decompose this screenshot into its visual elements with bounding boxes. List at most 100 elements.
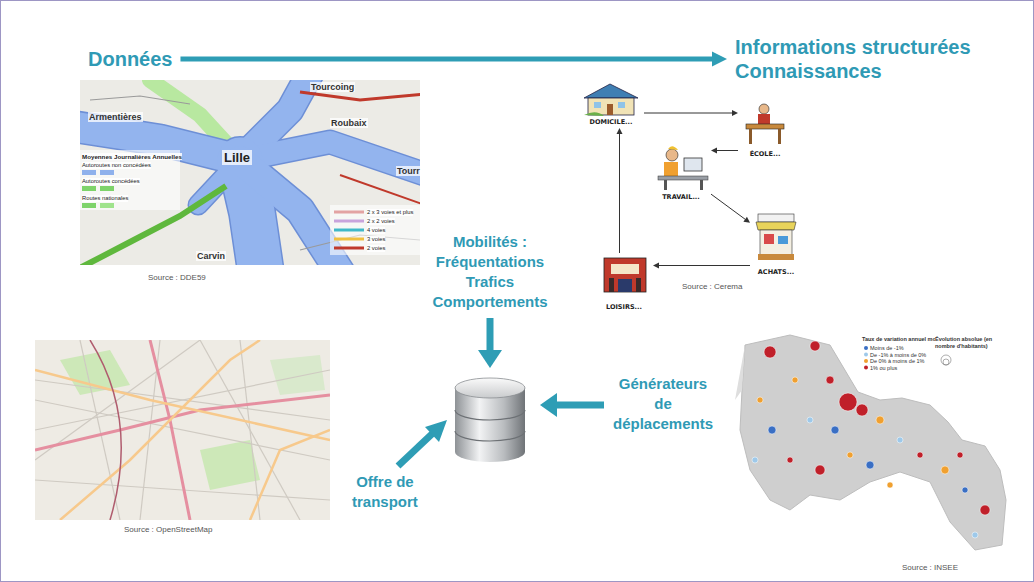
connector-line [180, 57, 713, 62]
database-icon [455, 378, 525, 398]
cycle-icons [666, 149, 678, 161]
flow-arrows [478, 350, 502, 368]
cycle-icons [764, 234, 774, 244]
insee-map [980, 505, 990, 515]
insee-map [941, 466, 949, 474]
map-legend-text: 2 voies [367, 245, 385, 252]
cycle-icons [700, 180, 703, 190]
insee-map [757, 397, 763, 403]
cycle-icons [584, 112, 604, 116]
traffic-map [100, 186, 114, 191]
city-name: Tourr [396, 166, 421, 176]
traffic-map [300, 92, 420, 100]
map-legend-text: 4 voies [367, 227, 385, 234]
flow-arrow [180, 52, 727, 67]
flow-label: Mobilités : Fréquentations Trafics Compo… [415, 232, 565, 312]
traffic-map [334, 238, 364, 241]
cycle-icons [684, 158, 702, 171]
database-icon [455, 410, 525, 420]
map-legend-text: 2 x 2 voies [367, 218, 395, 225]
city-name: Lille [222, 150, 252, 165]
osm-map [150, 340, 190, 520]
cycle-icons [749, 129, 752, 144]
map-legend-text: 3 voies [367, 236, 385, 243]
database-icon [455, 378, 525, 462]
cycle-arrow [617, 128, 623, 253]
cycle-icons [618, 102, 625, 108]
cycle-arrow [653, 263, 750, 269]
cycle-icons [758, 254, 794, 260]
insee-map [962, 487, 968, 493]
database-icon [455, 431, 525, 441]
city-name: Armentières [88, 112, 143, 122]
cycle-icons [759, 104, 769, 114]
connector-line [716, 150, 738, 151]
map-legend-text: Autoroutes concédées [82, 178, 140, 185]
traffic-map [80, 126, 240, 160]
osm-map [35, 370, 330, 440]
traffic-map [334, 247, 364, 250]
traffic-map [330, 205, 420, 255]
cycle-icons [604, 258, 646, 292]
map-legend-text: 2 x 3 voies et plus [367, 209, 413, 216]
arrow-head [711, 148, 717, 154]
source-note: Source : INSEE [902, 563, 958, 572]
traffic-map [82, 186, 96, 191]
connector-line [711, 194, 746, 220]
cycle-icons [668, 146, 678, 150]
insee-map [887, 482, 893, 488]
cycle-icons [760, 230, 792, 256]
cycle-icons [607, 104, 613, 115]
insee-map [764, 346, 776, 358]
arrow-head [617, 128, 623, 134]
traffic-map [80, 80, 420, 265]
traffic-map [82, 203, 96, 208]
insee-map [752, 341, 990, 538]
cycle-icons [664, 162, 678, 176]
insee-map [856, 404, 868, 416]
insee-map [972, 532, 978, 538]
traffic-map [240, 160, 345, 265]
activity-node: ÉCOLE... [740, 100, 790, 158]
node-text: TRAVAIL... [662, 193, 700, 201]
insee-map [866, 461, 874, 469]
traffic-map [90, 96, 190, 104]
source-note: Source : Cerema [682, 282, 742, 291]
activity-node: ACHATS... [752, 208, 800, 276]
cycle-icons [746, 124, 784, 129]
node-text: ACHATS... [758, 268, 794, 276]
traffic-map [80, 80, 420, 265]
insee-map [792, 377, 798, 383]
insee-map [752, 457, 758, 463]
insee-map [831, 426, 839, 434]
cycle-icons [758, 214, 794, 222]
osm-map [250, 430, 330, 520]
cycle-icons [664, 180, 667, 190]
osm-map [60, 340, 260, 520]
source-note: Source : DDE59 [148, 273, 206, 282]
arrow-head [653, 263, 659, 269]
insee-map [740, 335, 1006, 550]
arrow-head [743, 217, 750, 223]
city-name: Carvin [196, 251, 226, 261]
activity-node: DOMICILE... [580, 82, 642, 126]
osm-map [90, 340, 121, 520]
source-note: Source : OpenStreetMap [124, 525, 213, 534]
cycle-icons [618, 279, 632, 292]
connector-line [658, 265, 750, 266]
city-name: Roubaix [330, 118, 368, 128]
cycle-icons [636, 278, 641, 292]
heading-node: Informations structurées Connaissances [735, 35, 987, 83]
osm-map [200, 440, 260, 490]
osm-map [35, 340, 330, 520]
map-legend-text: Moyennes Journalières Annuelles [82, 153, 182, 160]
map-legend-text: Autoroutes non concédées [82, 162, 151, 169]
insee-map [826, 376, 834, 384]
map-legend-text: Taux de variation annuel moyen [862, 336, 945, 343]
insee-map [787, 457, 793, 463]
insee-map [815, 465, 825, 475]
traffic-map [100, 203, 114, 208]
cycle-arrow [711, 194, 750, 223]
database-icon [455, 388, 525, 462]
